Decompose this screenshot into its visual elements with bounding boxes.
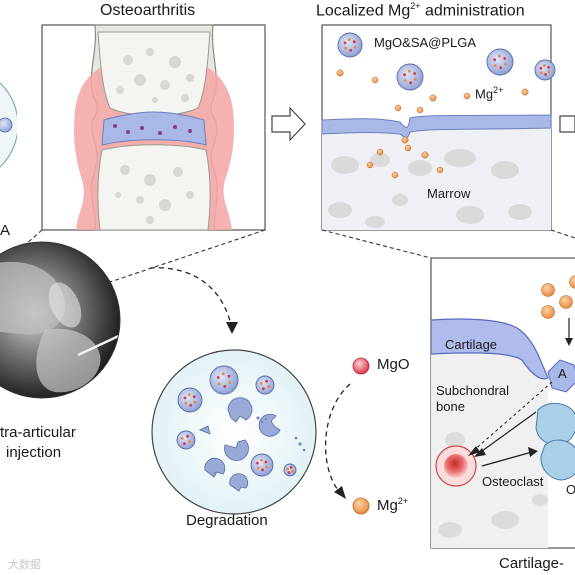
osteoclast-label: Osteoclast (482, 474, 544, 489)
mgo-ball (352, 357, 370, 375)
ion-label-sup: 2+ (493, 85, 504, 95)
degrading-particle (283, 463, 297, 477)
partial-label-a: A (558, 366, 567, 381)
plga-particle (486, 48, 514, 76)
subchondral-label-line2: bone (436, 399, 465, 414)
mg-ion (463, 92, 471, 100)
degradation-circle (151, 349, 317, 515)
mg-ion (521, 88, 529, 96)
localized-title-tail: administration (420, 2, 525, 20)
right-arrow-icon (271, 106, 306, 142)
local-particles (337, 32, 556, 91)
left-edge-circle (0, 82, 17, 168)
plga-particle (337, 32, 363, 58)
mg-ion (401, 136, 409, 144)
particle-label: MgO&SA@PLGA (374, 35, 477, 50)
osteoarthritis-title: Osteoarthritis (100, 2, 196, 19)
degrading-particle (250, 453, 274, 477)
mg-ion (436, 166, 444, 174)
mg-ion (421, 151, 429, 159)
marrow-label: Marrow (427, 186, 471, 201)
degrading-particle (209, 365, 239, 395)
dashed-curved-arrow-icon (325, 383, 351, 496)
xray-caption-line2: injection (6, 444, 62, 461)
bottom-cartilage-label: Cartilage- (499, 555, 565, 572)
degrading-particle (176, 430, 196, 450)
mg-ion (416, 106, 424, 114)
mg-ion (391, 171, 399, 179)
degradation-particles (176, 365, 297, 477)
osteoarthritis-panel (41, 24, 266, 231)
subchondral-label-line1: Subchondral (436, 383, 509, 398)
mg-ion (429, 94, 437, 102)
localized-title: Localized Mg2+ administration (316, 1, 525, 20)
mg-ion-ball (352, 497, 370, 515)
mg-ion (404, 144, 412, 152)
dashed-curved-arrow-icon (149, 267, 233, 331)
watermark: 大数据 (8, 559, 41, 571)
degradation-label: Degradation (186, 512, 268, 529)
mg-ion (366, 161, 374, 169)
cartilage-label: Cartilage (445, 337, 498, 352)
xray-caption-line1: tra-articular (0, 424, 76, 441)
right-arrow-icon (559, 115, 575, 133)
osteoclast-cell (435, 445, 477, 487)
mg-ion-label-sup: 2+ (397, 496, 409, 506)
partial-label-o: O (566, 482, 575, 497)
plga-particle (534, 59, 556, 81)
mg-ion (336, 69, 344, 77)
plga-particle (396, 63, 424, 91)
mg-ion-label: Mg2+ (377, 496, 408, 514)
mg-ion-label-main: Mg (377, 497, 398, 514)
localized-title-main: Localized Mg (316, 2, 411, 20)
cartilage-detail-panel (430, 257, 575, 549)
ion-label: Mg2+ (475, 85, 503, 101)
degrading-particle (255, 375, 275, 395)
mgo-label: MgO (377, 356, 410, 373)
mg-ion (394, 104, 402, 112)
localized-panel (321, 24, 556, 231)
xray-image (0, 241, 121, 399)
local-ions (336, 69, 529, 179)
left-edge-letter: A (0, 222, 11, 239)
mg-ion (371, 76, 379, 84)
ion-label-main: Mg (475, 86, 494, 102)
mg-ion (376, 148, 384, 156)
localized-title-sup: 2+ (410, 1, 421, 11)
degrading-particle (177, 387, 203, 413)
